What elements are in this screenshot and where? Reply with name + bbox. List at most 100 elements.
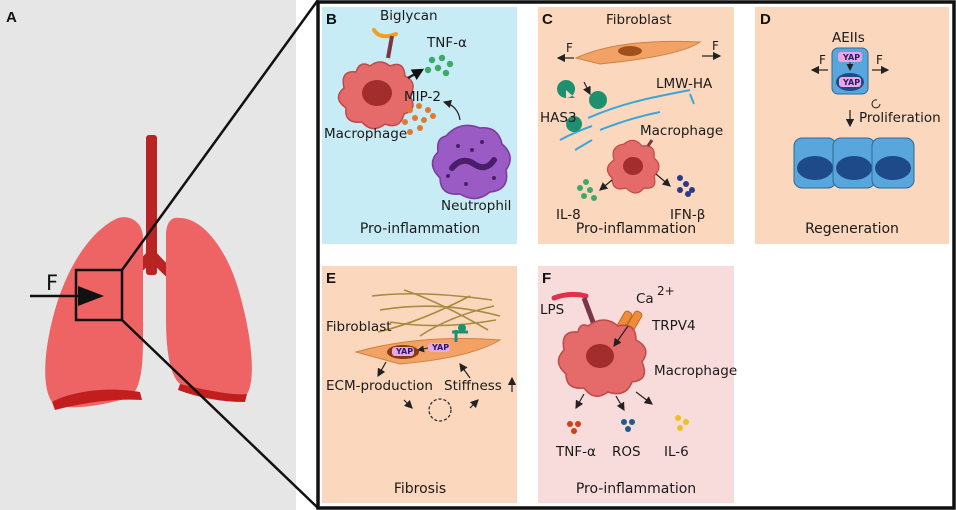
il8-label: IL-8 xyxy=(556,207,581,223)
panel-d-caption: Regeneration xyxy=(805,221,899,237)
biglycan-label: Biglycan xyxy=(380,8,438,24)
e-yap-nuc-label: YAP xyxy=(395,347,413,356)
feedback-loop xyxy=(428,398,452,422)
macrophage-f-cell xyxy=(557,319,647,397)
force-arrow xyxy=(30,286,104,306)
panel-c-label: C xyxy=(542,11,553,28)
loop-right-arrow xyxy=(469,399,479,409)
stiffness-arrow xyxy=(459,363,471,379)
neutrophil-label: Neutrophil xyxy=(441,198,511,214)
panel-b-label: B xyxy=(326,11,337,28)
e-fibroblast-label: Fibroblast xyxy=(326,319,392,335)
e-yap-nuc xyxy=(392,347,414,356)
ca-label: Ca xyxy=(636,291,654,307)
il6-label: IL-6 xyxy=(664,444,689,460)
ca-superscript: 2+ xyxy=(657,284,675,298)
lps-label: LPS xyxy=(540,302,564,318)
aeiis-label: AEIIs xyxy=(832,30,865,46)
detail-frame xyxy=(316,0,956,510)
integrin xyxy=(452,330,468,342)
neutrophil-cell xyxy=(431,124,511,200)
loop-left-arrow xyxy=(403,399,413,409)
stiffness-label: Stiffness xyxy=(444,378,502,394)
force-right-label: F xyxy=(712,39,719,53)
panel-f-caption: Pro-inflammation xyxy=(576,481,696,497)
has3-label: HAS3 xyxy=(540,110,577,126)
tnf-arrow xyxy=(407,68,425,80)
lmwha-label: LMW-HA xyxy=(656,76,713,92)
e-yap-arrow xyxy=(417,345,429,353)
ecm-label: ECM-production xyxy=(326,378,433,394)
ecm-arrow xyxy=(377,361,387,378)
tnf-dots xyxy=(424,54,454,77)
panel-a-label: A xyxy=(6,9,17,26)
mip2-label: MIP-2 xyxy=(404,89,441,105)
il6-arrow xyxy=(635,391,653,405)
mip2-arrow xyxy=(442,99,461,121)
trpv4-label: TRPV4 xyxy=(651,318,696,334)
macrophage-c-cell xyxy=(606,139,660,194)
left-lung xyxy=(45,217,143,410)
d-force-right-label: F xyxy=(876,53,883,67)
d-force-left-label: F xyxy=(819,53,826,67)
f-macrophage-label: Macrophage xyxy=(654,363,737,379)
panel-f: F LPS Ca 2+ TRPV4 Macrophage TNF-α ROS xyxy=(538,266,737,503)
tnf-f-dots xyxy=(567,421,581,434)
zoom-line-bottom xyxy=(121,319,319,509)
force-left-label: F xyxy=(566,41,573,55)
macrophage-c-label: Macrophage xyxy=(640,123,723,139)
panel-c-caption: Pro-inflammation xyxy=(576,221,696,237)
panel-c: C Fibroblast F F LMW-HA HAS3 Macrophage xyxy=(538,7,734,244)
il6-dots xyxy=(675,415,689,431)
ifnb-arrow xyxy=(655,173,671,187)
right-lung xyxy=(166,217,252,402)
tnf-f-label: TNF-α xyxy=(555,444,596,460)
panel-e-caption: Fibrosis xyxy=(394,481,446,497)
cycle-icon xyxy=(871,99,881,109)
zoom-line-top xyxy=(120,0,320,271)
yap-cyto xyxy=(838,52,862,62)
biglycan-molecule xyxy=(372,28,398,39)
panel-e: E Fibroblast YAP YAP ECM-production Stif… xyxy=(322,266,517,503)
ifnb-dots xyxy=(677,175,695,197)
panel-b: B Biglycan TNF-α MIP-2 Macrophage xyxy=(322,7,517,244)
ca-arrow xyxy=(613,325,629,347)
ecm-fibers xyxy=(371,289,501,337)
il8-dots xyxy=(577,179,597,201)
panel-a: A F xyxy=(0,0,296,510)
mip2-dots xyxy=(402,103,436,135)
macrophage-cell xyxy=(337,61,414,130)
e-yap-cyto xyxy=(428,343,450,352)
ros-dots xyxy=(621,419,635,432)
ifnb-label: IFN-β xyxy=(670,207,705,223)
has3-arrow xyxy=(583,81,591,96)
panel-e-label: E xyxy=(326,270,336,287)
panel-d-label: D xyxy=(760,11,771,28)
tnf-label: TNF-α xyxy=(426,35,467,51)
force-label: F xyxy=(46,271,58,295)
fibroblast-nucleus xyxy=(618,46,642,56)
macrophage-label: Macrophage xyxy=(324,126,407,142)
integrin-head xyxy=(458,324,466,332)
ros-label: ROS xyxy=(612,444,641,460)
e-fibroblast-cell xyxy=(354,338,502,365)
il8-arrow xyxy=(599,179,613,191)
e-yap-cyto-label: YAP xyxy=(431,343,449,352)
receptor xyxy=(386,35,394,59)
has3-enzyme xyxy=(557,80,607,132)
fibroblast-label: Fibroblast xyxy=(606,12,672,28)
proliferation-label: Proliferation xyxy=(859,110,941,126)
tnf-f-arrow xyxy=(575,393,585,410)
panel-f-label: F xyxy=(542,270,551,287)
yap-cyto-label: YAP xyxy=(842,53,860,62)
ha-strands xyxy=(559,89,691,151)
panel-b-caption: Pro-inflammation xyxy=(360,221,480,237)
lmwha-fragment xyxy=(689,93,695,105)
yap-nuc xyxy=(839,77,861,87)
lps-molecule xyxy=(551,291,589,301)
ros-arrow xyxy=(615,395,625,412)
yap-nuc-label: YAP xyxy=(842,78,860,87)
proliferated-cells xyxy=(793,137,915,189)
panel-d: D AEIIs YAP YAP F F Proliferation Regene… xyxy=(755,7,949,244)
